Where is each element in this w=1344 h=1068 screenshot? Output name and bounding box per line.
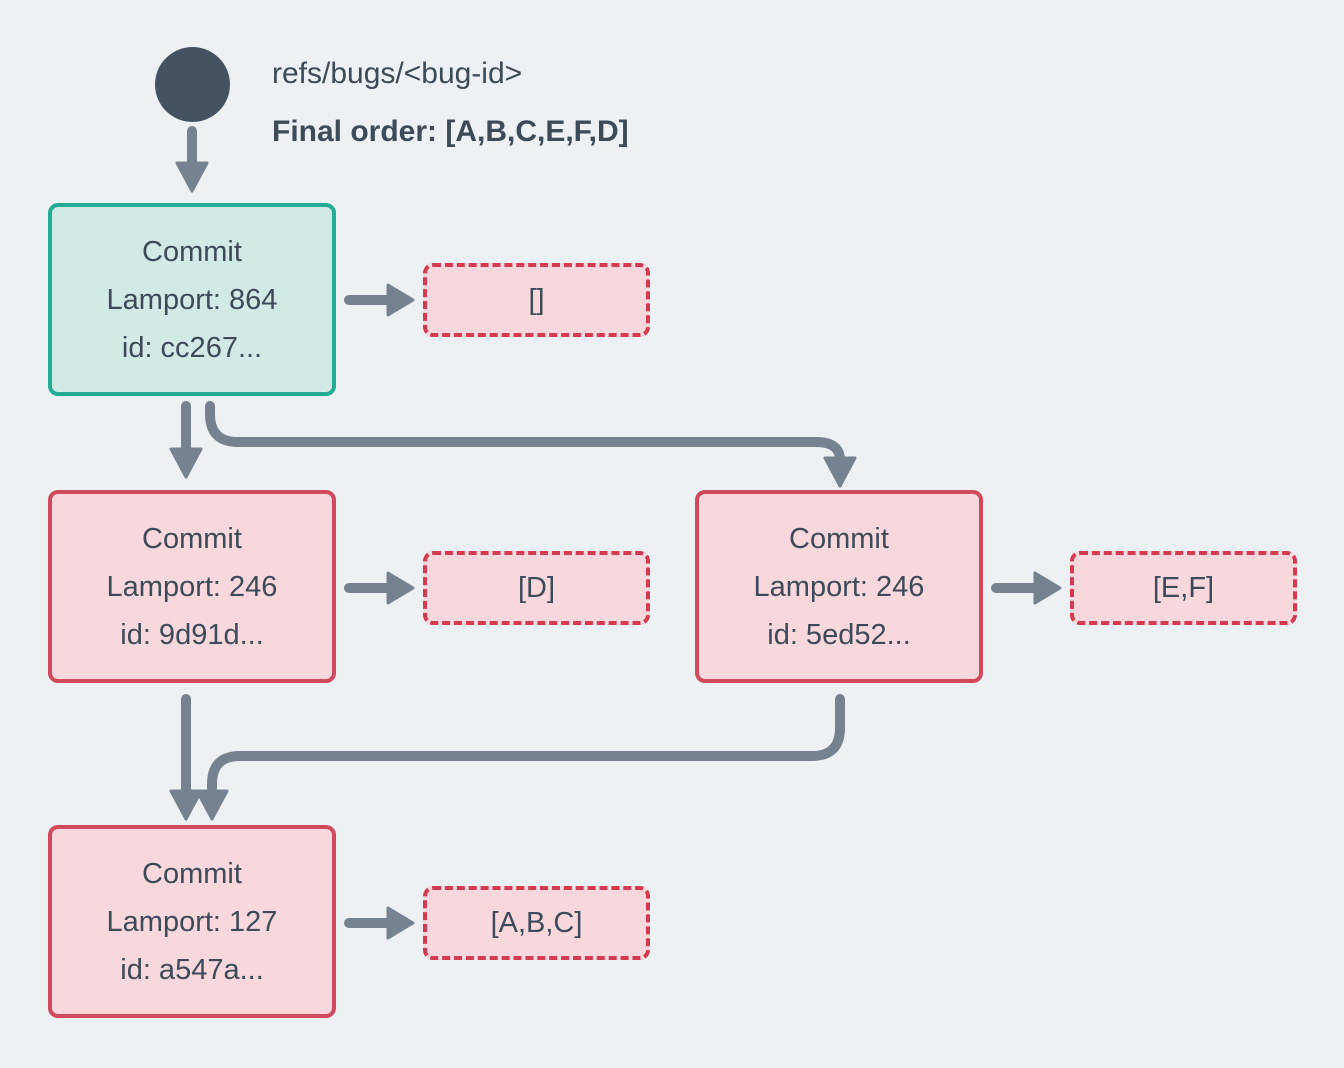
commit-node-left: Commit Lamport: 246 id: 9d91d... xyxy=(48,490,336,683)
commit-id: id: cc267... xyxy=(121,331,263,364)
commit-lamport: Lamport: 246 xyxy=(753,570,925,603)
commit-node-right: Commit Lamport: 246 id: 5ed52... xyxy=(695,490,983,683)
final-order-label: Final order: [A,B,C,E,F,D] xyxy=(272,115,629,148)
arrowhead-icon xyxy=(386,906,415,940)
arrowhead-icon xyxy=(386,283,415,317)
arrowhead-icon xyxy=(195,789,229,821)
commit-node-root: Commit Lamport: 864 id: cc267... xyxy=(48,203,336,396)
arrow-root-to-ops xyxy=(344,283,415,317)
ops-list-left: [D] xyxy=(423,551,650,625)
arrowhead-icon xyxy=(386,571,415,605)
ops-list-root: [] xyxy=(423,263,650,337)
commit-id: id: 9d91d... xyxy=(120,618,264,651)
commit-lamport: Lamport: 864 xyxy=(106,283,278,316)
ref-label: refs/bugs/<bug-id> xyxy=(272,57,523,90)
commit-title: Commit xyxy=(142,522,242,555)
ops-list-bottom: [A,B,C] xyxy=(423,886,650,960)
arrow-right-commit-to-bottom xyxy=(195,694,845,821)
commit-title: Commit xyxy=(142,235,242,268)
arrow-left-commit-to-ops xyxy=(344,571,415,605)
arrow-right-commit-to-ops xyxy=(991,571,1062,605)
ref-node-icon xyxy=(155,47,230,122)
commit-lamport: Lamport: 127 xyxy=(106,905,278,938)
commit-title: Commit xyxy=(789,522,889,555)
arrow-shaft xyxy=(205,401,845,465)
arrowhead-icon xyxy=(169,447,203,479)
arrowhead-icon xyxy=(1033,571,1062,605)
arrow-ref-to-root xyxy=(175,126,209,193)
arrow-root-to-left-commit xyxy=(169,401,203,479)
commit-lamport: Lamport: 246 xyxy=(106,570,278,603)
commit-id: id: 5ed52... xyxy=(767,618,911,651)
commit-title: Commit xyxy=(142,857,242,890)
arrow-root-to-right-commit xyxy=(205,401,857,488)
arrowhead-icon xyxy=(169,789,203,821)
arrow-bottom-commit-to-ops xyxy=(344,906,415,940)
arrow-shaft xyxy=(207,694,845,796)
arrowhead-icon xyxy=(175,161,209,193)
ops-list-right: [E,F] xyxy=(1070,551,1297,625)
arrowhead-icon xyxy=(823,456,857,488)
commit-node-bottom: Commit Lamport: 127 id: a547a... xyxy=(48,825,336,1018)
arrow-left-commit-to-bottom xyxy=(169,694,203,821)
commit-id: id: a547a... xyxy=(120,953,264,986)
